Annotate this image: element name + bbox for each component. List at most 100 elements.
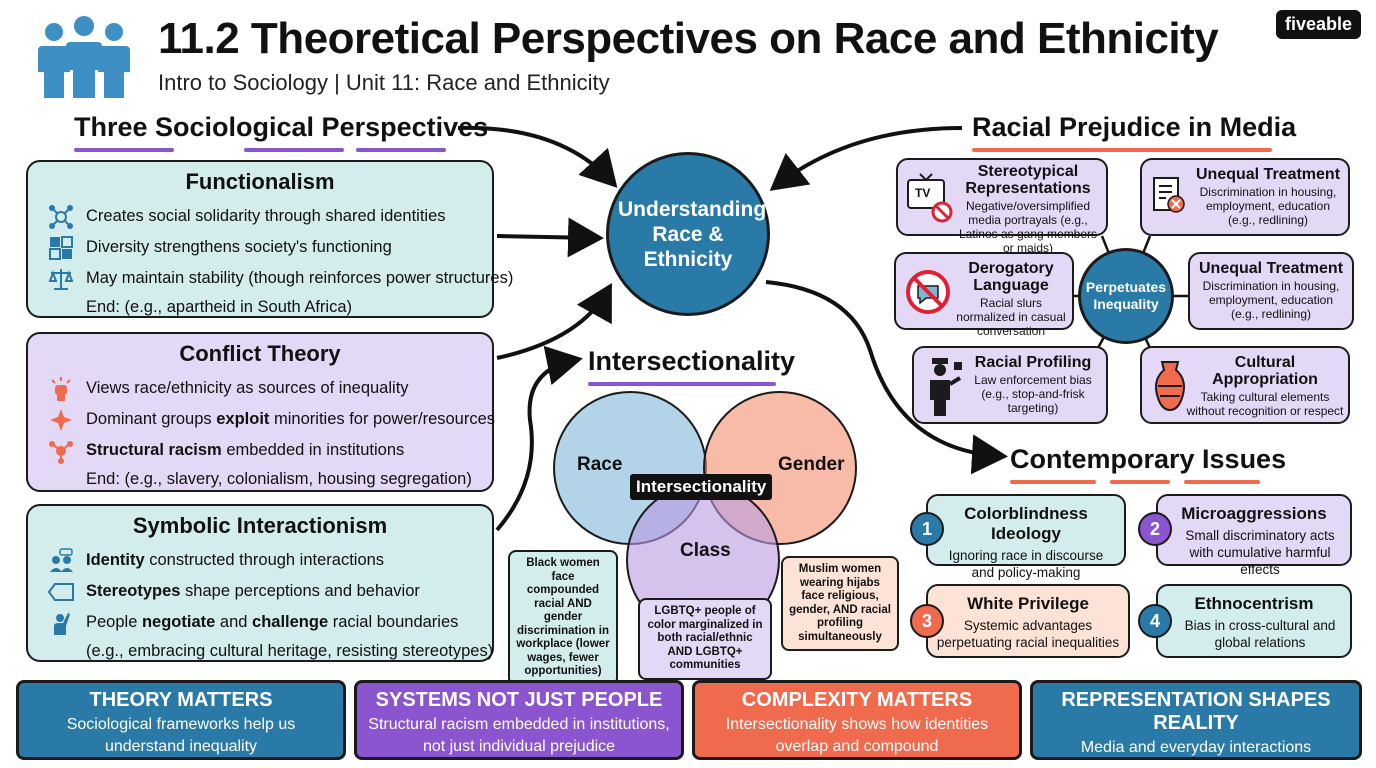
venn-race-label: Race [577,454,623,475]
takeaway-line: overlap and compound [775,738,939,755]
symbolic-title: Symbolic Interactionism [132,513,388,538]
list-item: Views race/ethnicity as sources of inequ… [28,373,492,404]
takeaway-representation: REPRESENTATION SHAPES REALITY Media and … [1030,680,1362,768]
perspectives-heading: Three Sociological Perspectives [74,112,489,142]
media-card-title: Stereotypical Representations [965,163,1091,197]
contemporary-heading: Contemporary Issues [1010,444,1287,474]
takeaway-theory-matters: THEORY MATTERS Sociological frameworks h… [16,680,346,760]
heading-underline [588,382,776,386]
intersectionality-heading: Intersectionality [588,346,796,376]
issue-title: White Privilege [967,594,1089,613]
media-hub-circle: Perpetuates Inequality [1078,248,1174,344]
takeaway-complexity: COMPLEXITY MATTERS Intersectionality sho… [692,680,1022,760]
media-card-derogatory-language: Derogatory Language Racial slurs normali… [894,252,1074,338]
media-hub-label: Perpetuates Inequality [1085,279,1167,312]
power-star-icon [46,407,76,433]
conflict-title: Conflict Theory [179,341,341,366]
issue-desc: Small discriminatory acts with cumulativ… [1185,528,1335,577]
people-logo-icon [32,12,136,102]
media-card-desc: Negative/oversimplified media portrayals… [958,199,1098,255]
issue-card-microaggressions: Microaggressions Small discriminatory ac… [1156,494,1352,577]
issue-card-colorblindness: Colorblindness Ideology Ignoring race in… [926,494,1126,580]
structure-icon [46,438,76,464]
conflict-theory-panel: Conflict Theory Views race/ethnicity as … [26,332,496,492]
vase-icon [1150,358,1190,419]
list-item: Stereotypes shape perceptions and behavi… [28,576,492,607]
network-icon [46,204,76,230]
center-circle: Understanding Race & Ethnicity [606,152,770,316]
media-card-desc: Law enforcement bias (e.g., stop-and-fri… [974,373,1092,415]
police-officer-icon [924,356,964,423]
conflict-end: End: (e.g., slavery, colonialism, housin… [86,469,472,488]
no-speech-icon [904,268,952,321]
media-card-title: Derogatory Language [968,260,1054,294]
list-item: May maintain stability (though reinforce… [28,263,513,294]
scales-icon [46,266,76,292]
issue-title: Ethnocentrism [1194,594,1314,613]
page-subtitle: Intro to Sociology | Unit 11: Race and E… [158,70,610,95]
list-item: Creates social solidarity through shared… [28,201,492,232]
issue-number-badge: 3 [910,604,944,638]
list-item: Dominant groups exploit minorities for p… [28,404,496,435]
symbolic-interactionism-panel: Symbolic Interactionism Identity constru… [26,504,494,662]
conflict-item: Dominant groups exploit minorities for p… [86,410,496,428]
bubble-black-women: Black women face compounded racial AND g… [508,550,618,686]
list-item: Diversity strengthens society's function… [28,232,492,263]
media-card-desc: Racial slurs normalized in casual conver… [956,296,1066,338]
tv-icon: TV [906,172,954,224]
heading-underline [1110,480,1170,484]
symbolic-item: Stereotypes shape perceptions and behavi… [86,582,420,600]
issue-title: Colorblindness Ideology [964,504,1088,543]
media-card-desc: Taking cultural elements without recogni… [1186,390,1344,418]
takeaway-line: reinforce or challenge inequality [1033,760,1359,768]
center-label: Understanding Race & Ethnicity [618,197,767,271]
puzzle-icon [46,235,76,261]
conflict-item: Structural racism embedded in institutio… [86,441,405,459]
functionalism-item: Diversity strengthens society's function… [86,238,392,256]
issue-number-badge: 1 [910,512,944,546]
media-card-unequal-treatment: Unequal Treatment Discrimination in hous… [1140,158,1350,236]
conversation-icon [46,547,76,574]
label-tag-icon [46,579,76,605]
issue-number-badge: 2 [1138,512,1172,546]
conflict-item: Views race/ethnicity as sources of inequ… [86,379,409,397]
media-heading: Racial Prejudice in Media [972,112,1297,142]
issue-title: Microaggressions [1181,504,1327,523]
media-card-title: Racial Profiling [974,354,1092,371]
bubble-muslim-women: Muslim women wearing hijabs face religio… [781,556,899,651]
takeaway-line: Structural racism embedded in institutio… [368,716,670,733]
page-title: 11.2 Theoretical Perspectives on Race an… [158,14,1219,63]
raised-fist-icon [46,376,76,402]
takeaway-title: COMPLEXITY MATTERS [741,689,973,711]
list-item: Structural racism embedded in institutio… [28,435,492,466]
takeaway-title: SYSTEMS NOT JUST PEOPLE [375,689,663,711]
media-card-stereotypes: TV Stereotypical Representations Negativ… [896,158,1108,255]
takeaway-line: Intersectionality shows how identities [725,716,989,733]
takeaway-systems: SYSTEMS NOT JUST PEOPLE Structural racis… [354,680,684,760]
heading-underline [244,148,344,152]
takeaway-title: THEORY MATTERS [89,689,273,711]
issue-desc: Systemic advantages perpetuating racial … [936,618,1120,650]
takeaway-line: not just individual prejudice [422,738,616,755]
symbolic-item: People negotiate and challenge racial bo… [86,613,459,631]
media-card-racial-profiling: Racial Profiling Law enforcement bias (e… [912,346,1108,424]
functionalism-panel: Functionalism Creates social solidarity … [26,160,513,318]
media-card-title: Unequal Treatment [1195,166,1341,183]
media-card-unequal-treatment: Unequal Treatment Discrimination in hous… [1188,252,1354,330]
symbolic-item: Identity constructed through interaction… [86,551,385,569]
functionalism-end: End: (e.g., apartheid in South Africa) [86,297,352,316]
issue-number-badge: 4 [1138,604,1172,638]
functionalism-title: Functionalism [185,169,335,194]
takeaway-line: Sociological frameworks help us [66,716,296,733]
takeaway-title: REPRESENTATION SHAPES REALITY [1061,689,1331,734]
venn-gender-label: Gender [778,454,845,475]
venn-class-label: Class [680,540,731,561]
tv-label: TV [915,186,931,200]
issue-desc: Bias in cross-cultural and global relati… [1184,618,1336,650]
list-item: People negotiate and challenge racial bo… [28,607,492,638]
media-card-cultural-appropriation: Cultural Appropriation Taking cultural e… [1140,346,1350,424]
list-item: Identity constructed through interaction… [28,545,492,576]
takeaway-line: understand inequality [104,738,258,755]
media-card-title: Cultural Appropriation [1212,354,1318,388]
